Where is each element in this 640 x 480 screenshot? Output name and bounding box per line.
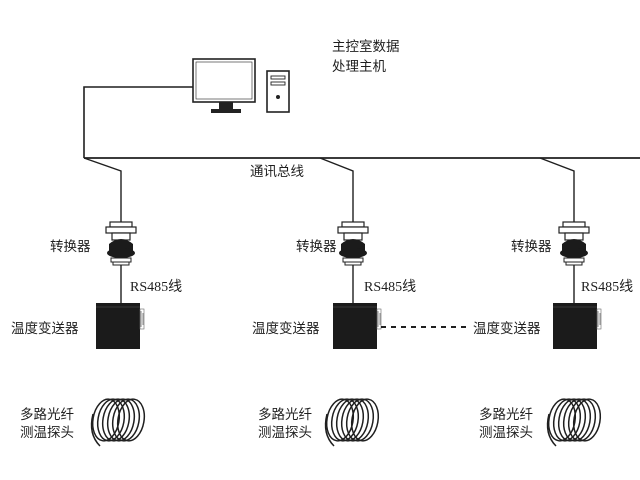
- node-3: [539, 157, 605, 447]
- fiber-probe-coil-icon: [544, 396, 605, 447]
- converter-label: 转换器: [511, 239, 552, 255]
- converter-icon: [105, 221, 137, 266]
- converter-label: 转换器: [296, 239, 337, 255]
- converter-icon: [558, 221, 590, 266]
- converter-icon: [337, 221, 369, 266]
- bus-label: 通讯总线: [250, 164, 304, 180]
- node-1: [83, 157, 149, 447]
- monitor-icon: [192, 58, 256, 113]
- rs485-label: RS485线: [581, 280, 634, 295]
- probe-label-line2: 测温探头: [258, 425, 312, 441]
- fiber-probe-coil-icon: [88, 396, 149, 447]
- bus-drop-line: [319, 157, 354, 222]
- transmitter-label: 温度变送器: [252, 321, 320, 337]
- host-link-line: [83, 86, 193, 158]
- probe-label-line2: 测温探头: [479, 425, 533, 441]
- transmitter-box: [552, 302, 602, 350]
- transmitter-box: [332, 302, 382, 350]
- transmitter-box: [95, 302, 145, 350]
- rs485-label: RS485线: [364, 280, 417, 295]
- rs485-label: RS485线: [130, 280, 183, 295]
- pc-tower-icon: [266, 70, 290, 113]
- node-2: [319, 157, 383, 447]
- transmitter-label: 温度变送器: [11, 321, 79, 337]
- probe-label-line1: 多路光纤: [479, 407, 533, 423]
- probe-label-line2: 测温探头: [20, 425, 74, 441]
- probe-label-line1: 多路光纤: [258, 407, 312, 423]
- transmitter-label: 温度变送器: [473, 321, 541, 337]
- bus-drop-line: [539, 157, 575, 222]
- host-label-line1: 主控室数据: [332, 39, 400, 55]
- probe-label-line1: 多路光纤: [20, 407, 74, 423]
- fiber-probe-coil-icon: [322, 396, 383, 447]
- host-label-line2: 处理主机: [332, 59, 386, 75]
- bus-drop-line: [83, 157, 122, 222]
- converter-label: 转换器: [50, 239, 91, 255]
